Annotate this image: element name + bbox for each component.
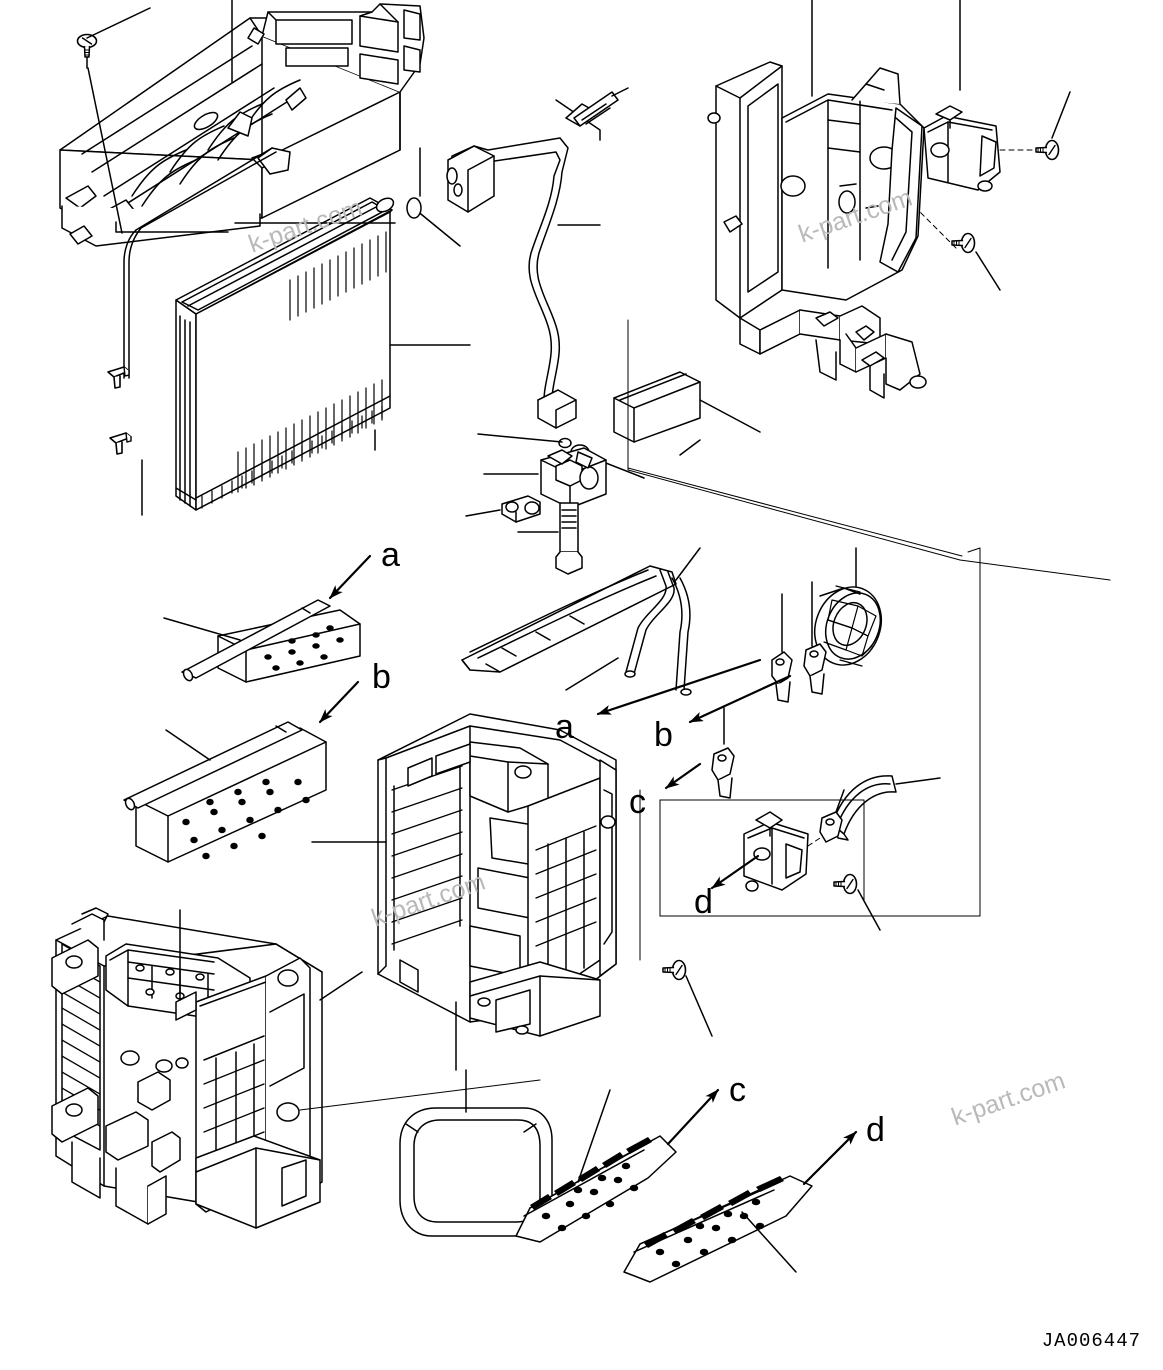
callout-b-seal-pad: b — [372, 658, 391, 696]
callout-d-link: d — [694, 883, 713, 921]
leader-heater-core — [675, 547, 701, 581]
leader-duct-screw — [87, 67, 123, 234]
part-tapping-screw-5 — [662, 959, 687, 981]
arrow-link-d — [710, 854, 760, 890]
leader-seal-pad-a — [163, 617, 241, 641]
leader-blower-case-2 — [299, 1079, 541, 1111]
part-evaporator-core — [175, 197, 395, 511]
arrow-seal-strip-c — [666, 1088, 720, 1146]
guide-rail-upper — [627, 319, 1111, 581]
callout-c-link: c — [629, 783, 646, 821]
part-damper-link-b — [803, 643, 827, 695]
part-o-ring-tube — [406, 197, 422, 219]
arrow-a-pad — [328, 554, 372, 600]
part-tapping-screw-4 — [833, 873, 858, 895]
arrow-link-a — [596, 658, 762, 716]
part-blower-fan-wheel — [814, 585, 882, 667]
arrow-seal-strip-d — [802, 1130, 858, 1186]
part-o-ring-small — [558, 437, 572, 449]
leader-blower-case-1 — [319, 971, 363, 1001]
part-hex-bolt-lower — [555, 502, 583, 575]
leader-screw-3 — [975, 251, 1001, 291]
guide-rail-diag — [627, 467, 963, 557]
callout-a-seal-pad: a — [381, 536, 400, 574]
callout-a-link: a — [555, 708, 574, 746]
leader-seal-strip-c — [577, 1089, 611, 1183]
part-tapping-screw-2 — [1035, 139, 1060, 161]
leader-damper-blade — [895, 777, 941, 785]
part-seal-strip-d — [623, 1175, 813, 1283]
guide-rail-right — [659, 547, 981, 917]
part-thermostat-sensor-wire — [123, 147, 277, 379]
callout-d-strip: d — [866, 1111, 885, 1149]
part-seal-pad-b — [123, 721, 327, 863]
arrow-link-c — [664, 762, 702, 790]
part-case-center — [377, 713, 617, 1037]
drawing-number: JA006447 — [1041, 1330, 1141, 1352]
leader-screw-2 — [1051, 91, 1071, 139]
part-mounting-bracket-flat — [613, 371, 701, 443]
arrow-link-b — [688, 674, 792, 724]
leader-tube-oring — [415, 209, 461, 247]
part-heater-core — [461, 565, 692, 696]
part-actuator-motor-upper — [923, 105, 1001, 192]
part-hex-bolt-upper — [565, 91, 619, 127]
part-duct-upper — [59, 3, 425, 247]
leader-screw-4 — [857, 889, 881, 931]
part-drain-grommet — [399, 1107, 553, 1237]
guide-frame-lower — [659, 799, 865, 901]
leader-screw-1 — [86, 7, 151, 39]
leader-heater-pipe — [565, 657, 619, 691]
arrow-b-pad — [318, 680, 360, 724]
part-tapping-screw-3 — [951, 232, 976, 254]
part-sensor-clip-lower — [109, 432, 132, 455]
axis-screw-3 — [919, 211, 957, 249]
part-seal-pad-a — [181, 599, 361, 683]
callout-c-strip: c — [729, 1071, 746, 1109]
leader-seal-strip-d — [741, 1211, 797, 1273]
leader-link-lower — [835, 789, 845, 813]
part-sensor-clip-upper — [107, 366, 130, 389]
leader-oring-small — [477, 433, 563, 443]
part-tube-clamp — [501, 495, 541, 523]
part-blower-case-assembly — [51, 907, 323, 1229]
leader-seal-pad-b — [165, 729, 211, 761]
part-seal-strip-c — [515, 1135, 677, 1243]
leader-bracket-flat — [699, 399, 761, 433]
part-damper-link-c — [711, 747, 735, 799]
leader-bracket-2 — [679, 439, 701, 456]
callout-b-link: b — [654, 716, 673, 754]
part-case-right-upper — [707, 61, 927, 399]
part-expansion-valve — [540, 447, 607, 509]
part-damper-link-a — [771, 651, 793, 703]
leader-bolt-upper — [555, 99, 601, 141]
leader-screw-5 — [685, 975, 713, 1037]
part-refrigerant-tube-assembly — [446, 137, 577, 429]
part-actuator-motor-lower — [743, 811, 809, 892]
leader-tube-clamp — [465, 509, 501, 517]
leader-bolt-upper-2 — [611, 87, 629, 97]
